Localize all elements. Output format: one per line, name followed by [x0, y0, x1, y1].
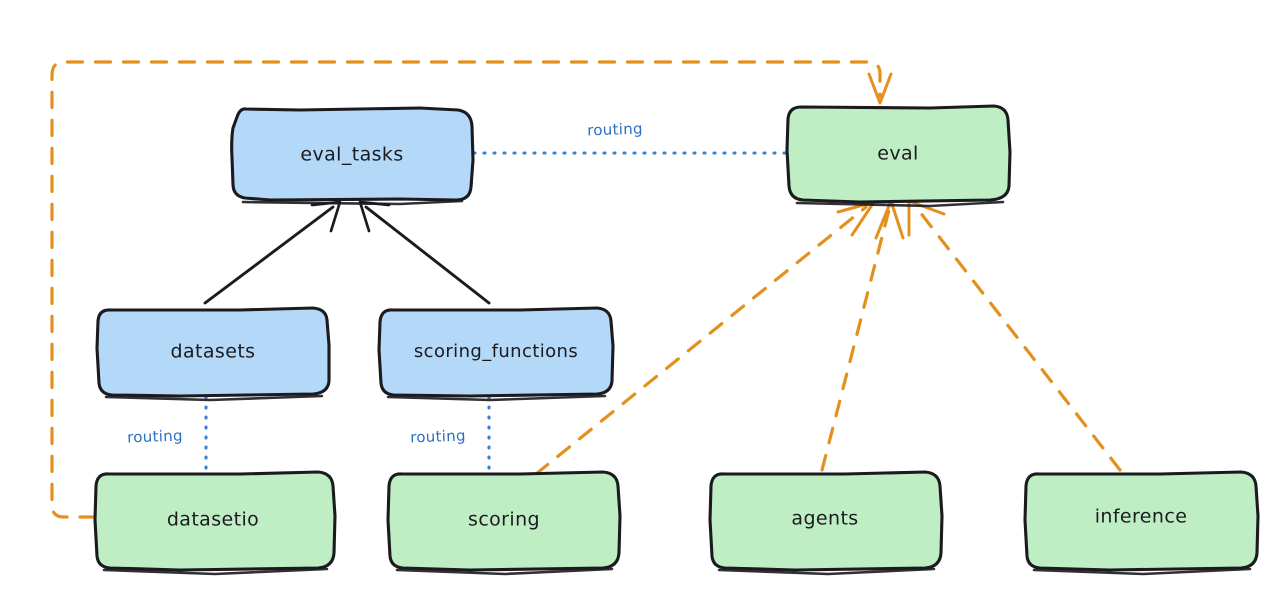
node-datasetio-label: datasetio [167, 509, 259, 531]
node-eval_tasks-shadow [241, 199, 464, 206]
edge-agents-eval-line [820, 204, 892, 472]
edge-label-routing-left: routing [127, 427, 183, 447]
edge-scoring-eval-arrowhead [836, 200, 876, 237]
edge-inference-eval-line [914, 205, 1122, 472]
edge-datasets-datasetio: routing [127, 395, 208, 472]
node-agents-shape [708, 470, 944, 572]
edge-scoring_functions-eval_tasks-line [364, 205, 491, 305]
node-agents-shadow [717, 567, 936, 576]
edge-agents-eval [820, 199, 905, 472]
node-scoring_functions[interactable]: scoring_functions [377, 306, 615, 402]
node-inference-shape [1023, 470, 1260, 572]
node-eval[interactable]: eval [785, 104, 1012, 208]
node-eval_tasks-label: eval_tasks [300, 144, 403, 166]
node-inference[interactable]: inference [1023, 470, 1260, 576]
edge-datasetio-eval [50, 60, 893, 519]
node-layer: eval_tasks eval datasets scoring_functio… [93, 104, 1260, 576]
node-eval_tasks[interactable]: eval_tasks [230, 106, 475, 206]
edge-scoring_functions-scoring: routing [410, 395, 491, 472]
node-eval_tasks-shape [230, 106, 475, 202]
node-scoring-shadow [395, 567, 614, 576]
edge-label-routing-top: routing [587, 120, 643, 140]
edge-scoring_functions-eval_tasks [358, 200, 491, 305]
node-scoring[interactable]: scoring [386, 470, 622, 576]
edge-layer: routing routing routing [50, 60, 1122, 519]
edge-label-routing-middle: routing [410, 427, 466, 447]
node-scoring-label: scoring [468, 509, 540, 531]
node-eval-label: eval [877, 143, 918, 165]
edge-datasets-eval_tasks-line [203, 205, 335, 305]
edge-inference-eval [907, 199, 1122, 472]
edge-datasetio-eval-arrowhead [867, 72, 893, 105]
node-scoring-shape [386, 470, 622, 572]
node-eval-shape [785, 104, 1012, 204]
edge-scoring-eval-line [534, 205, 868, 476]
node-datasetio-shape [93, 470, 337, 572]
node-datasets-shadow [104, 394, 324, 402]
node-datasetio-shadow [102, 567, 329, 576]
edge-datasets-eval_tasks [203, 200, 342, 305]
node-agents[interactable]: agents [708, 470, 944, 576]
node-agents-label: agents [791, 508, 858, 530]
node-datasets[interactable]: datasets [95, 306, 331, 402]
node-scoring_functions-shadow [386, 394, 607, 402]
node-inference-shadow [1032, 567, 1252, 576]
edge-eval_tasks-eval: routing [472, 120, 788, 155]
node-scoring_functions-shape [377, 306, 615, 398]
node-scoring_functions-label: scoring_functions [414, 341, 578, 362]
node-datasets-label: datasets [171, 341, 256, 363]
node-datasets-shape [95, 306, 331, 398]
edge-datasets-eval_tasks-arrowhead [310, 200, 342, 233]
node-datasetio[interactable]: datasetio [93, 470, 337, 576]
node-inference-label: inference [1095, 506, 1188, 528]
edge-scoring_functions-eval_tasks-arrowhead [358, 200, 391, 233]
edge-datasetio-eval-line [50, 60, 882, 519]
node-eval-shadow [795, 200, 1005, 208]
